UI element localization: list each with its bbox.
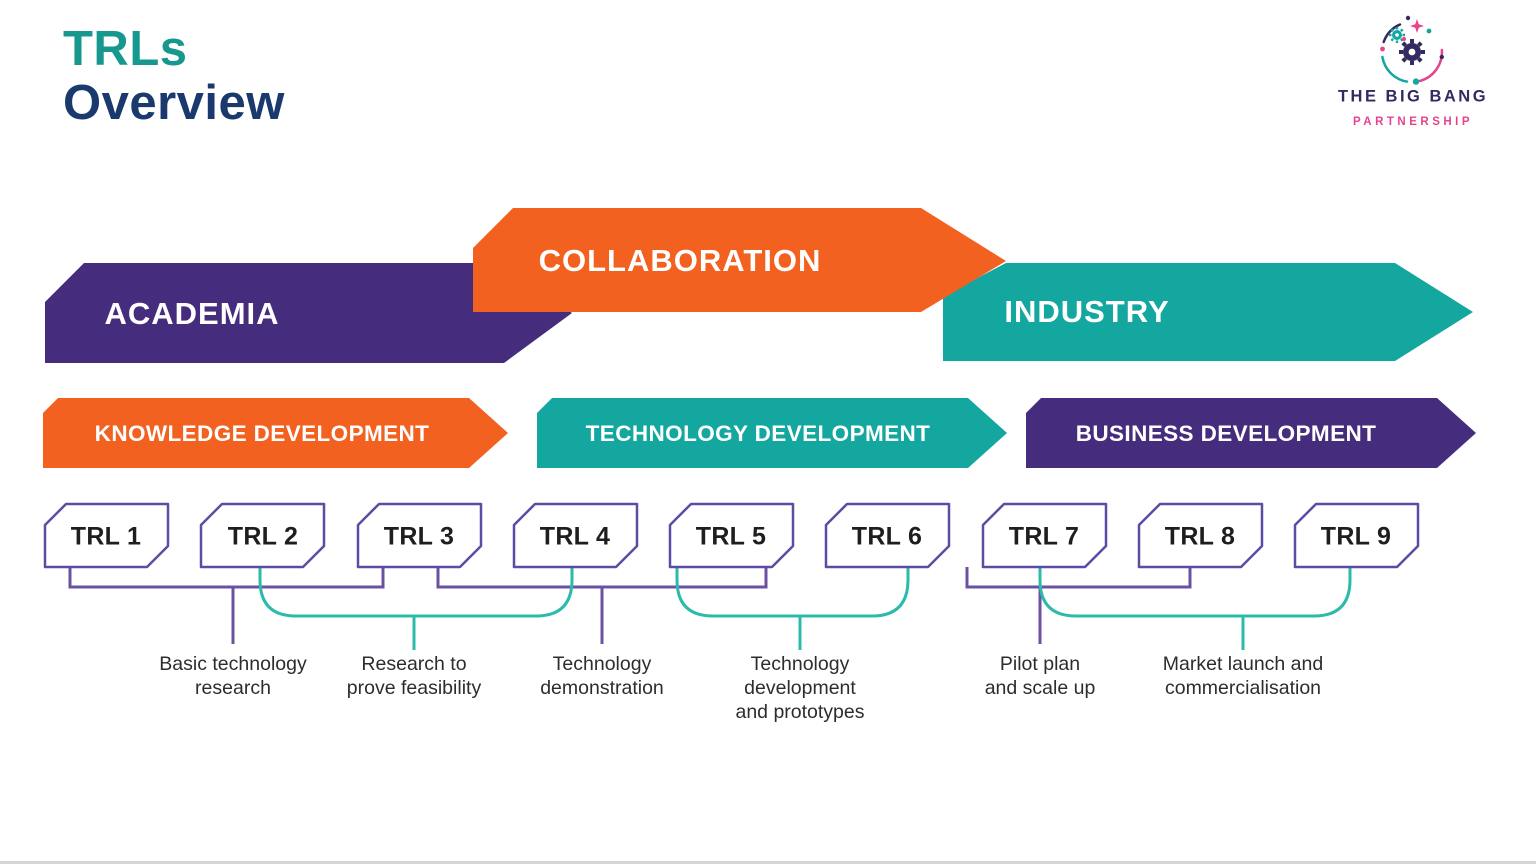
logo-wordmark: THE BIG BANG bbox=[1337, 87, 1489, 106]
collaboration-label: COLLABORATION bbox=[538, 243, 822, 278]
trl-box-2 bbox=[199, 502, 326, 569]
industry-label: INDUSTRY bbox=[1004, 294, 1170, 329]
trl-3-label: TRL 3 bbox=[383, 522, 455, 551]
caption-basic-technology-research: Basic technology research bbox=[159, 653, 307, 699]
trl-box-5 bbox=[668, 502, 795, 569]
connector-trl2-trl4 bbox=[258, 567, 574, 650]
knowledge-development-label: KNOWLEDGE DEVELOPMENT bbox=[94, 421, 430, 446]
logo-dot-navy-top bbox=[1405, 15, 1411, 21]
caption-market-launch-commercialisation: Market launch and commercialisation bbox=[1162, 653, 1324, 699]
industry-banner-shape bbox=[943, 263, 1473, 361]
logo-subtitle: PARTNERSHIP bbox=[1352, 116, 1474, 128]
academia-banner-shape bbox=[45, 263, 572, 363]
trl-8-label: TRL 8 bbox=[1164, 522, 1236, 551]
trl-box-4 bbox=[512, 502, 639, 569]
trl-box-row bbox=[43, 502, 1420, 569]
trl-box-1 bbox=[43, 502, 170, 569]
connector-trl1-trl3 bbox=[68, 567, 385, 644]
connector-trl5-trl6 bbox=[675, 567, 910, 650]
trl-box-7 bbox=[981, 502, 1108, 569]
business-development-label: BUSINESS DEVELOPMENT bbox=[1075, 421, 1377, 446]
trl-2-label: TRL 2 bbox=[227, 522, 299, 551]
logo-arc-purple bbox=[1382, 23, 1402, 44]
trl-box-3 bbox=[356, 502, 483, 569]
page-title-line1: TRLs bbox=[63, 22, 188, 76]
technology-development-label: TECHNOLOGY DEVELOPMENT bbox=[585, 421, 931, 446]
connector-trl7-trl9 bbox=[1038, 567, 1352, 650]
trl-9-label: TRL 9 bbox=[1320, 522, 1392, 551]
page-title-line2: Overview bbox=[63, 76, 285, 130]
trl-7-label: TRL 7 bbox=[1008, 522, 1080, 551]
logo-sparkle-pink bbox=[1410, 19, 1424, 33]
connector-trl3-trl5 bbox=[436, 567, 768, 644]
caption-research-to-prove-feasibility: Research to prove feasibility bbox=[346, 653, 482, 699]
logo-dot-navy-right bbox=[1439, 54, 1444, 60]
connector-trl6-trl8 bbox=[965, 567, 1192, 644]
trl-box-8 bbox=[1137, 502, 1264, 569]
trl-5-label: TRL 5 bbox=[695, 522, 767, 551]
trl-box-6 bbox=[824, 502, 951, 569]
logo-arc-teal bbox=[1381, 55, 1409, 83]
logo-dot-pink-left bbox=[1380, 46, 1385, 52]
slide-bottom-edge bbox=[0, 861, 1536, 864]
business-development-arrow-shape bbox=[1026, 398, 1476, 468]
caption-technology-demonstration: Technology demonstration bbox=[540, 653, 664, 699]
logo-gear-large bbox=[1399, 39, 1425, 65]
logo-mark bbox=[1380, 15, 1444, 85]
collaboration-banner-shape bbox=[473, 208, 1006, 312]
caption-technology-development-prototypes: Technology development and prototypes bbox=[735, 653, 865, 723]
trl-1-label: TRL 1 bbox=[70, 522, 142, 551]
academia-label: ACADEMIA bbox=[104, 296, 280, 331]
trl-box-9 bbox=[1293, 502, 1420, 569]
logo-arc-pink bbox=[1418, 48, 1444, 83]
logo-gear-small bbox=[1389, 27, 1405, 43]
logo-dot-teal bbox=[1412, 78, 1420, 85]
trl-4-label: TRL 4 bbox=[539, 522, 611, 551]
page-title: TRLs Overview bbox=[63, 22, 285, 130]
caption-pilot-plan-scale-up: Pilot plan and scale up bbox=[984, 653, 1096, 699]
trl-6-label: TRL 6 bbox=[851, 522, 923, 551]
technology-development-arrow-shape bbox=[537, 398, 1007, 468]
logo-dot-teal-top bbox=[1426, 28, 1432, 34]
knowledge-development-arrow-shape bbox=[43, 398, 508, 468]
logo-dot-pink-mid bbox=[1402, 37, 1406, 41]
